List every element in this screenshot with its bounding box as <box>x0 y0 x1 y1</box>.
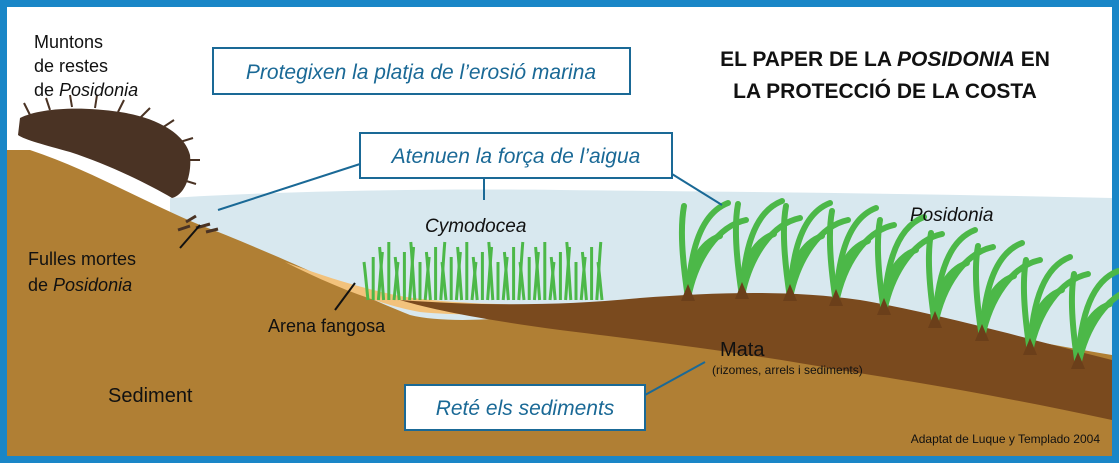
posidonia-plant <box>826 205 897 306</box>
posidonia-rhizome <box>877 298 891 315</box>
label-muntons-1: Muntons <box>34 32 103 52</box>
label-fulles-1: Fulles mortes <box>28 249 136 269</box>
posidonia-leaf <box>787 217 851 301</box>
posidonia-leaf <box>979 257 1043 341</box>
posidonia-rhizome <box>681 284 695 301</box>
cymodocea-blade <box>456 246 464 301</box>
credit-text: Adaptat de Luque y Templado 2004 <box>911 432 1101 446</box>
posidonia-plant <box>972 240 1043 341</box>
cymodocea-blade <box>565 241 573 301</box>
callout-rete-box <box>404 384 646 431</box>
cymodocea-meadow <box>362 241 604 301</box>
sediment-layer <box>7 150 1112 456</box>
posidonia-rhizome <box>1071 352 1085 369</box>
callout-atenuen: Atenuen la força de l’aigua <box>390 145 641 168</box>
posidonia-rhizome <box>829 289 843 306</box>
cymodocea-blade <box>487 241 495 301</box>
posidonia-rhizome <box>735 282 749 299</box>
cymodocea-blade <box>502 251 510 301</box>
leader-lines <box>179 224 356 311</box>
callout-protegixen: Protegixen la platja de l’erosió marina <box>246 61 596 84</box>
posidonia-plant <box>780 200 851 301</box>
posidonia-rhizome <box>783 284 797 301</box>
posidonia-leaf <box>932 244 996 328</box>
callout-atenuen-box <box>359 132 673 179</box>
cymodocea-blade <box>424 251 432 301</box>
cymodocea-blade <box>534 246 542 301</box>
label-mata-sub: (rizomes, arrels i sediments) <box>712 363 863 377</box>
label-fulles-2: de Posidonia <box>28 275 132 295</box>
posidonia-pile <box>18 108 191 198</box>
posidonia-meadow <box>678 198 1119 369</box>
title-line-2: LA PROTECCIÓ DE LA COSTA <box>733 79 1037 103</box>
cymodocea-blade <box>409 241 417 301</box>
posidonia-plant <box>925 227 996 328</box>
label-sediment: Sediment <box>108 385 193 407</box>
label-muntons-2: de restes <box>34 56 108 76</box>
pile-fibres <box>23 94 200 185</box>
label-posidonia: Posidonia <box>910 205 993 226</box>
label-mata: Mata <box>720 339 765 361</box>
cymodocea-blade <box>471 256 479 301</box>
label-arena: Arena fangosa <box>268 316 386 336</box>
posidonia-plant <box>874 214 945 315</box>
posidonia-plant <box>732 198 803 299</box>
posidonia-rhizome <box>975 324 989 341</box>
posidonia-leaf <box>739 215 803 299</box>
posidonia-leaf <box>1027 271 1091 355</box>
cymodocea-blade <box>440 261 448 301</box>
posidonia-leaf <box>833 222 897 306</box>
label-cymodocea: Cymodocea <box>425 216 526 237</box>
posidonia-rhizome <box>1023 338 1037 355</box>
cymodocea-blade <box>362 261 370 301</box>
pointer-lines <box>217 163 723 396</box>
posidonia-rhizome <box>928 311 942 328</box>
callout-rete: Reté els sediments <box>436 397 615 420</box>
cymodocea-blade <box>549 256 557 301</box>
dead-leaves <box>177 214 219 234</box>
cymodocea-blade <box>580 251 588 301</box>
posidonia-leaf <box>1075 291 1119 369</box>
cymodocea-blade <box>393 256 401 301</box>
cymodocea-blade <box>596 261 604 301</box>
cymodocea-blade <box>518 261 526 301</box>
posidonia-plant <box>1068 268 1119 369</box>
callout-protegixen-box <box>212 47 631 95</box>
cymodocea-blade <box>378 246 386 301</box>
posidonia-plant <box>1020 254 1091 355</box>
label-muntons-3: de Posidonia <box>34 80 138 100</box>
title-line-1: EL PAPER DE LA POSIDONIA EN <box>720 48 1050 71</box>
